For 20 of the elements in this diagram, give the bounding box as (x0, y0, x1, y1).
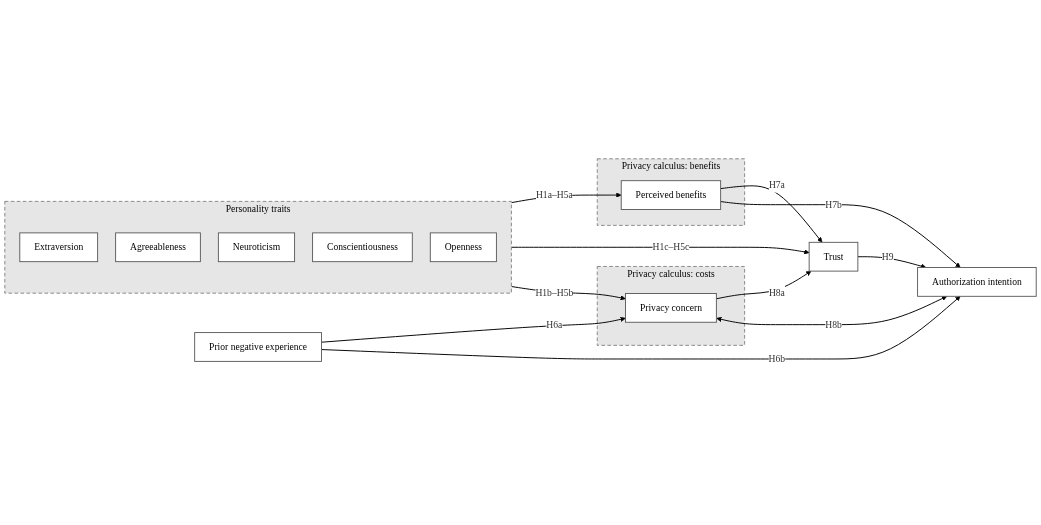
node-box: Privacy concern (625, 293, 717, 323)
edge-label: H8a (768, 287, 785, 298)
node-box: Perceived benefits (620, 180, 722, 210)
node-box: Conscientiousness (312, 232, 413, 263)
edge-label: H1b–H5b (535, 287, 574, 298)
edge-label: H1a–H5a (535, 189, 573, 200)
node-box: Neuroticism (217, 232, 296, 263)
node-box: Agreeableness (115, 232, 201, 263)
edge-label: H9 (881, 251, 894, 262)
edge-label: H7a (768, 180, 785, 191)
edge-label: H6a (546, 319, 563, 330)
node-box: Extraversion (19, 232, 99, 263)
edge-label: H1c–H5c (652, 241, 690, 253)
edge-label: H6b (768, 353, 786, 364)
edge-label: H7b (825, 199, 842, 210)
node-box: Trust (808, 241, 859, 272)
edge-label: H8b (825, 319, 842, 330)
node-box: Openness (429, 232, 497, 263)
node-box: Prior negative experience (194, 332, 322, 362)
node-box: Authorization intention (917, 267, 1037, 297)
